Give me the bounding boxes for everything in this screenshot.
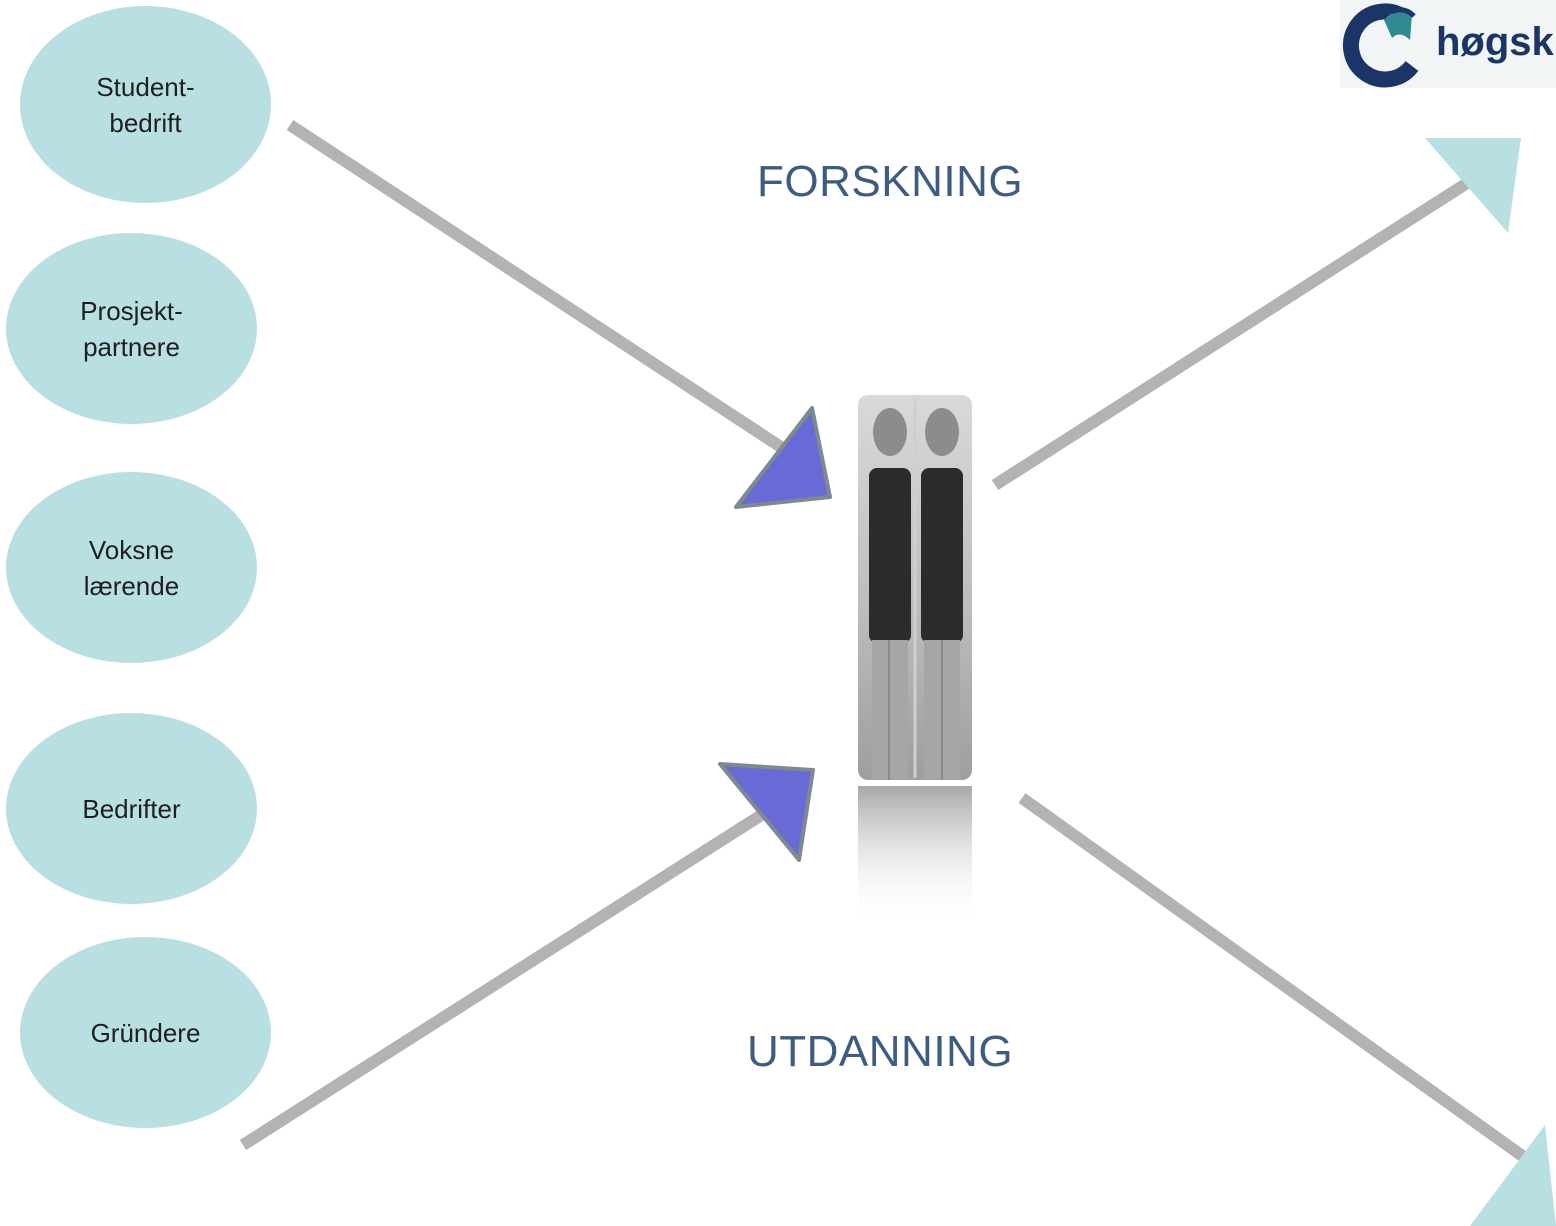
bubble-prosjektpartnere: Prosjekt- partnere xyxy=(6,233,257,424)
logo-text: høgsk xyxy=(1436,20,1554,64)
arrow-line-in-bottom xyxy=(239,794,789,1151)
bubble-grundere: Gründere xyxy=(20,937,271,1128)
bubble-bedrifter: Bedrifter xyxy=(6,713,257,904)
bubble-label-line1: Gründere xyxy=(90,1017,201,1048)
arrowhead-in-bottom xyxy=(718,762,815,862)
bubble-label-line1: Bedrifter xyxy=(82,793,181,824)
bubble-label-line2: lærende xyxy=(83,570,180,601)
person-photo xyxy=(858,395,972,780)
label-forskning: FORSKNING xyxy=(757,157,1024,206)
arrowhead-out-bottom xyxy=(1470,1125,1556,1226)
bubble-label-line1: Voksne xyxy=(88,534,175,565)
arrowhead-in-top xyxy=(734,406,832,509)
arrow-line-out-top xyxy=(991,172,1479,491)
arrowhead-out-top xyxy=(1425,138,1521,233)
bubble-voksne-laerende: Voksne lærende xyxy=(6,472,257,663)
logo-mark-icon xyxy=(1342,3,1419,88)
photo-reflection xyxy=(858,786,972,926)
bubble-label-line1: Student- xyxy=(96,71,195,102)
arrow-line-out-bottom xyxy=(1018,793,1532,1165)
label-utdanning: UTDANNING xyxy=(747,1027,1014,1076)
bubble-studentbedrift: Student- bedrift xyxy=(20,6,271,203)
bubble-label-line1: Prosjekt- xyxy=(80,295,183,326)
bubble-label-line2: partnere xyxy=(83,331,180,362)
bubble-label-line2: bedrift xyxy=(109,107,182,138)
arrow-line-in-top xyxy=(286,119,794,459)
hogskole-logo: høgsk xyxy=(1340,0,1556,88)
